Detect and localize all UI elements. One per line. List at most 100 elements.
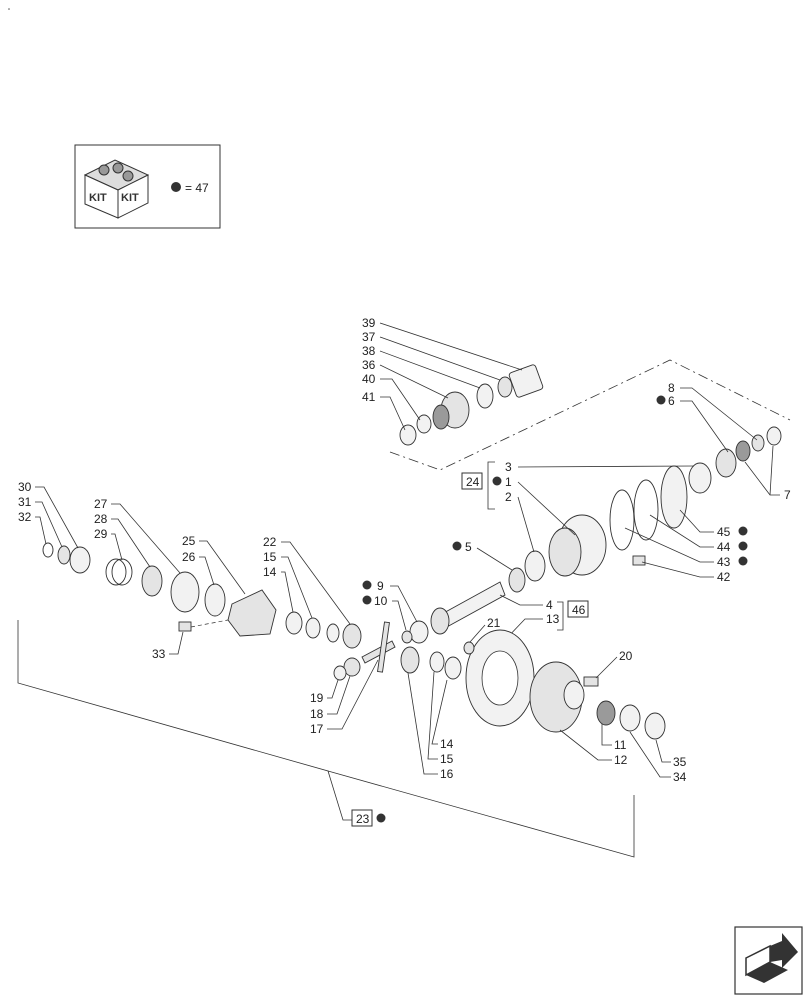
spring-29 [111,558,133,586]
callout-41: 41 [362,390,376,404]
callout-17: 17 [310,722,324,736]
shim-43 [609,489,635,551]
callout-35: 35 [673,755,687,769]
callouts-housing: 24 3 1 2 45 44 43 42 [461,460,748,584]
kit-bullet-icon [738,541,748,551]
callout-19: 19 [310,691,324,705]
gear-hub-36 [432,404,450,430]
bearing-cone-6 [735,440,751,462]
washer-15-left [305,617,321,639]
piston-30 [69,546,91,574]
callout-9: 9 [377,579,384,593]
callout-27: 27 [94,497,108,511]
callout-25: 25 [182,534,196,548]
kit-bullet-icon [362,580,372,590]
callout-30: 30 [18,480,32,494]
corner-dot [8,8,10,10]
kit-bullet-icon [362,595,372,605]
gear-18 [343,657,361,677]
kit-bullet-icon [492,476,502,486]
lock-housing-25 [227,589,277,637]
callout-6: 6 [668,394,675,408]
callout-22: 22 [263,535,277,549]
callouts-right-top: 8 6 7 [656,381,791,502]
washer-10 [401,630,413,644]
callout-2: 2 [505,490,512,504]
callout-24: 24 [466,475,480,489]
callout-4: 4 [546,598,553,612]
callouts-pinion: 5 4 13 46 9 10 [362,540,589,641]
housing-bore [548,527,582,577]
pinion-gear-head [430,607,450,635]
callout-8: 8 [668,381,675,395]
callout-39: 39 [362,316,376,330]
bolt-33 [178,621,192,632]
callout-15b: 15 [440,752,454,766]
callout-23: 23 [356,812,370,826]
kit-bullet-icon [376,813,386,823]
bearing-9 [409,620,429,644]
cross-pin-17 [361,640,396,664]
bearing-6 [715,448,737,478]
ring-41 [399,424,417,446]
callouts-top: 39 37 38 36 40 41 [362,316,523,431]
callout-42: 42 [717,570,731,584]
kit-text-right: KIT [121,192,139,204]
cup-34 [619,704,641,732]
kit-text-left: KIT [89,192,107,204]
shim-44 [633,479,659,541]
callout-28: 28 [94,512,108,526]
callout-45: 45 [717,525,731,539]
spider-gears [285,611,462,681]
cross-pin-vertical [377,621,390,673]
bearing-cup-2 [524,550,546,582]
upper-assembly-outline [389,359,791,471]
pinion-shaft [401,567,526,644]
next-page-arrow-icon[interactable] [734,926,803,995]
bearing-5 [508,567,526,593]
washer-14 [444,656,462,680]
nut-21 [463,641,475,655]
ring-gear-bore [481,650,519,706]
washer-38 [476,383,494,409]
callout-box-24 [461,472,483,490]
bolt-42 [632,555,646,566]
kit-box-icon: KIT KIT [83,159,150,219]
callout-29: 29 [94,527,108,541]
nut-7 [766,426,782,446]
callout-3: 3 [505,460,512,474]
callouts-left: 30 31 32 27 28 29 25 26 33 [18,480,246,661]
callout-43: 43 [717,555,731,569]
kit-bullet-icon [738,556,748,566]
case-hub [563,680,585,710]
callout-18: 18 [310,707,324,721]
callout-box-46 [567,600,589,618]
top-shaft-parts [399,364,544,446]
washer-8 [751,434,765,452]
kit-bullet-icon [738,526,748,536]
callouts-diff: 20 21 11 12 35 34 [469,616,687,784]
spring-coil [105,558,127,586]
callout-44: 44 [717,540,731,554]
kit-bullet-icon [656,395,666,405]
kit-legend-label: = 47 [185,181,209,195]
callout-46: 46 [572,603,586,617]
callout-31: 31 [18,495,32,509]
callout-11: 11 [614,738,627,752]
callout-37: 37 [362,330,376,344]
group-bracket-23: 23 [17,620,635,858]
side-gear-16 [400,646,420,674]
callout-7: 7 [784,488,791,502]
callout-14b: 14 [440,737,454,751]
callout-box-23 [351,809,373,827]
callout-38: 38 [362,344,376,358]
callout-40: 40 [362,372,376,386]
callout-15a: 15 [263,550,277,564]
differential [463,629,666,740]
callout-10: 10 [374,594,388,608]
cover-45 [660,465,688,529]
callout-26: 26 [182,550,196,564]
bearing-11 [596,700,616,726]
washer-14-left [285,611,303,635]
